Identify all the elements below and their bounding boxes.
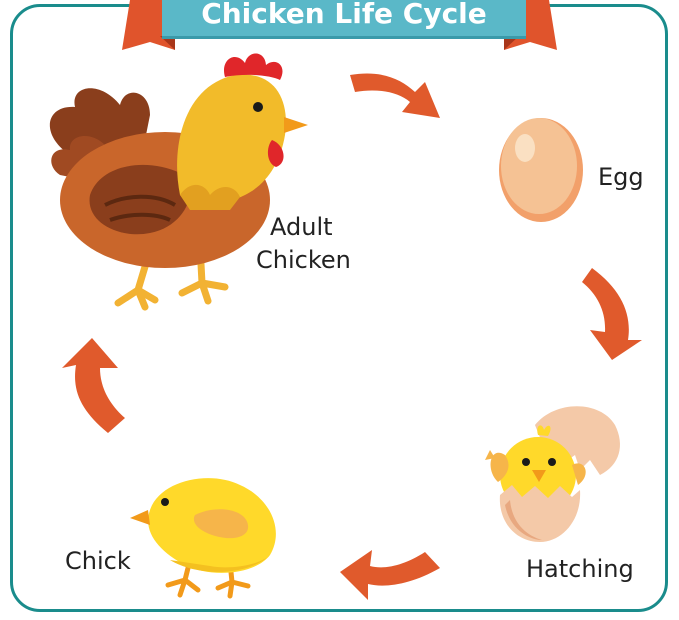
- arrow-chick-to-adult: [62, 338, 125, 433]
- arrow-adult-to-egg: [350, 74, 440, 118]
- arrow-egg-to-hatching: [582, 268, 642, 360]
- arrow-hatching-to-chick: [340, 550, 440, 600]
